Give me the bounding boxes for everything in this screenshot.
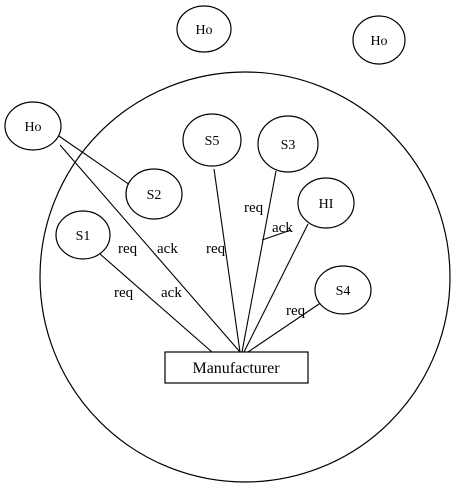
node-manufacturer: Manufacturer <box>164 351 309 384</box>
edge-label-req-s1-lower: req <box>114 285 134 301</box>
link-s1-manufacturer <box>99 253 213 353</box>
node-s3-label: S3 <box>281 138 296 153</box>
edge-label-req-s3: req <box>244 200 264 216</box>
edge-label-req-s5: req <box>206 241 226 257</box>
node-ho-top-label: Ho <box>195 23 212 38</box>
edge-label-ack-hi: ack <box>272 220 293 236</box>
node-s4-label: S4 <box>336 284 351 299</box>
link-ho-left-manufacturer <box>59 144 241 353</box>
node-hi: HI <box>297 177 355 229</box>
node-ho-left: Ho <box>4 101 62 151</box>
node-s2-label: S2 <box>147 188 162 203</box>
edge-label-ack-ho-upper: ack <box>157 241 178 257</box>
link-s5-manufacturer <box>213 168 241 353</box>
node-s2: S2 <box>125 168 183 220</box>
node-s5: S5 <box>182 113 242 167</box>
node-s1-label: S1 <box>76 229 91 244</box>
node-s3: S3 <box>257 115 319 173</box>
link-s3-manufacturer <box>241 170 277 353</box>
edge-label-req-s4: req <box>286 303 306 319</box>
edge-label-ack-ho-lower: ack <box>161 285 182 301</box>
node-hi-label: HI <box>319 197 334 212</box>
node-ho-right-label: Ho <box>370 34 387 49</box>
link-hi-manufacturer <box>243 223 309 353</box>
node-ho-left-label: Ho <box>24 120 41 135</box>
region-boundary <box>39 71 451 483</box>
edge-label-req-s1-upper: req <box>118 241 138 257</box>
node-manufacturer-label: Manufacturer <box>192 360 280 377</box>
node-ho-right: Ho <box>352 15 406 65</box>
link-ack-tick <box>261 229 292 241</box>
node-s1: S1 <box>55 210 111 260</box>
node-s5-label: S5 <box>205 134 220 149</box>
link-ho-left-s2 <box>55 133 131 186</box>
node-s4: S4 <box>314 265 372 315</box>
node-ho-top: Ho <box>176 5 232 53</box>
link-s4-manufacturer <box>247 301 323 353</box>
